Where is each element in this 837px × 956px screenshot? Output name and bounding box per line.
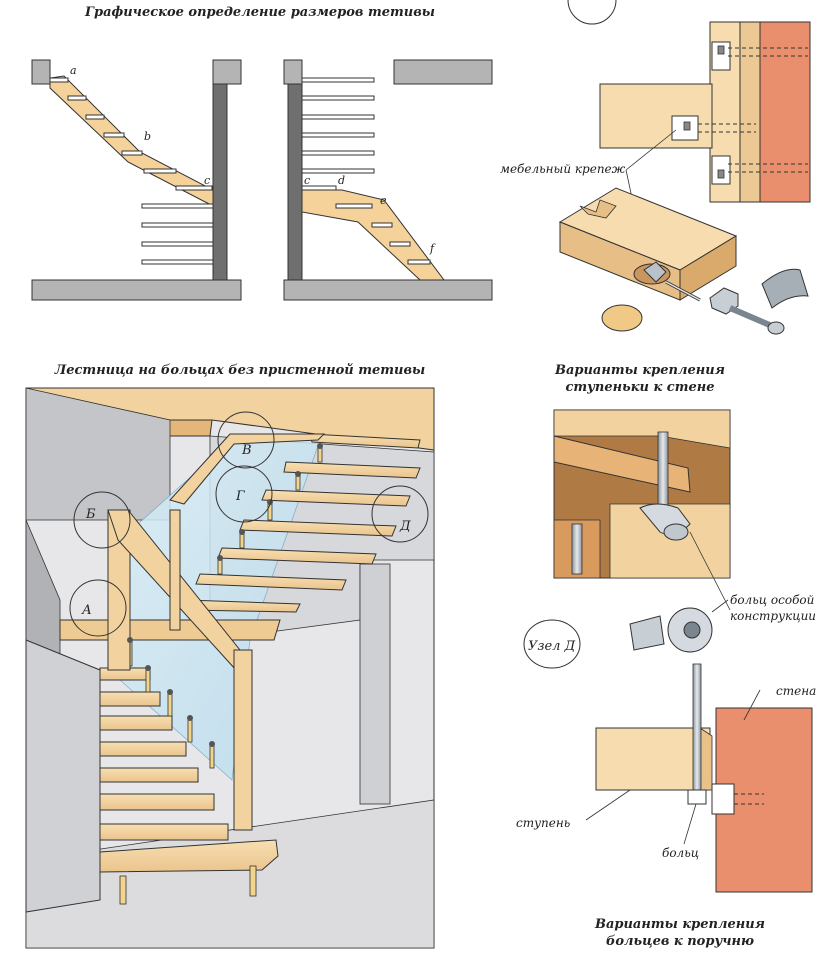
caption-wall-mount: Варианты крепления ступеньки к стене bbox=[540, 362, 740, 396]
node-a: А bbox=[81, 603, 92, 618]
node-d-label: Узел Д bbox=[528, 639, 576, 654]
step-wall-detail bbox=[553, 409, 731, 611]
point-d: d bbox=[338, 174, 345, 187]
caption-rail-mount: Варианты крепления больцев к поручню bbox=[580, 916, 780, 950]
caption-bolt-stair: Лестница на больцах без пристенной тетив… bbox=[54, 363, 426, 378]
stringer-diagram-right: c d e f bbox=[283, 59, 493, 301]
fastener-wall-detail bbox=[567, 0, 811, 273]
caption-rail-mount-line1: Варианты крепления bbox=[594, 917, 766, 932]
label-special-bolt-line1: больц особой bbox=[730, 593, 815, 607]
node-g: Г bbox=[235, 489, 245, 504]
caption-wall-mount-line2: ступеньки к стене bbox=[565, 380, 715, 395]
point-c-right: c bbox=[304, 174, 310, 187]
label-wall: стена bbox=[776, 684, 817, 698]
label-bolt: больц bbox=[662, 846, 700, 860]
fastener-box-detail bbox=[558, 187, 809, 335]
staircase-illustration: А Б В Г Д bbox=[25, 387, 435, 949]
stringer-diagram-left: a b c bbox=[31, 59, 242, 301]
caption-stringer-sizing: Графическое определение размеров тетивы bbox=[85, 5, 435, 20]
label-special-bolt: больц особой конструкции bbox=[730, 592, 816, 624]
node-v: В bbox=[241, 443, 252, 458]
label-furniture-fastener: мебельный крепеж bbox=[500, 162, 626, 176]
point-c-left: c bbox=[204, 174, 210, 187]
label-special-bolt-line2: конструкции bbox=[730, 609, 817, 623]
point-a: a bbox=[70, 64, 77, 77]
node-b: Б bbox=[85, 507, 96, 522]
caption-rail-mount-line2: больцев к поручню bbox=[605, 934, 755, 949]
label-step: ступень bbox=[516, 816, 571, 830]
point-e: e bbox=[380, 194, 387, 207]
caption-wall-mount-line1: Варианты крепления bbox=[554, 363, 726, 378]
node-d: Д bbox=[399, 519, 411, 534]
node-d-detail: Узел Д bbox=[523, 599, 813, 893]
point-f: f bbox=[429, 242, 436, 255]
point-b: b bbox=[144, 130, 151, 143]
